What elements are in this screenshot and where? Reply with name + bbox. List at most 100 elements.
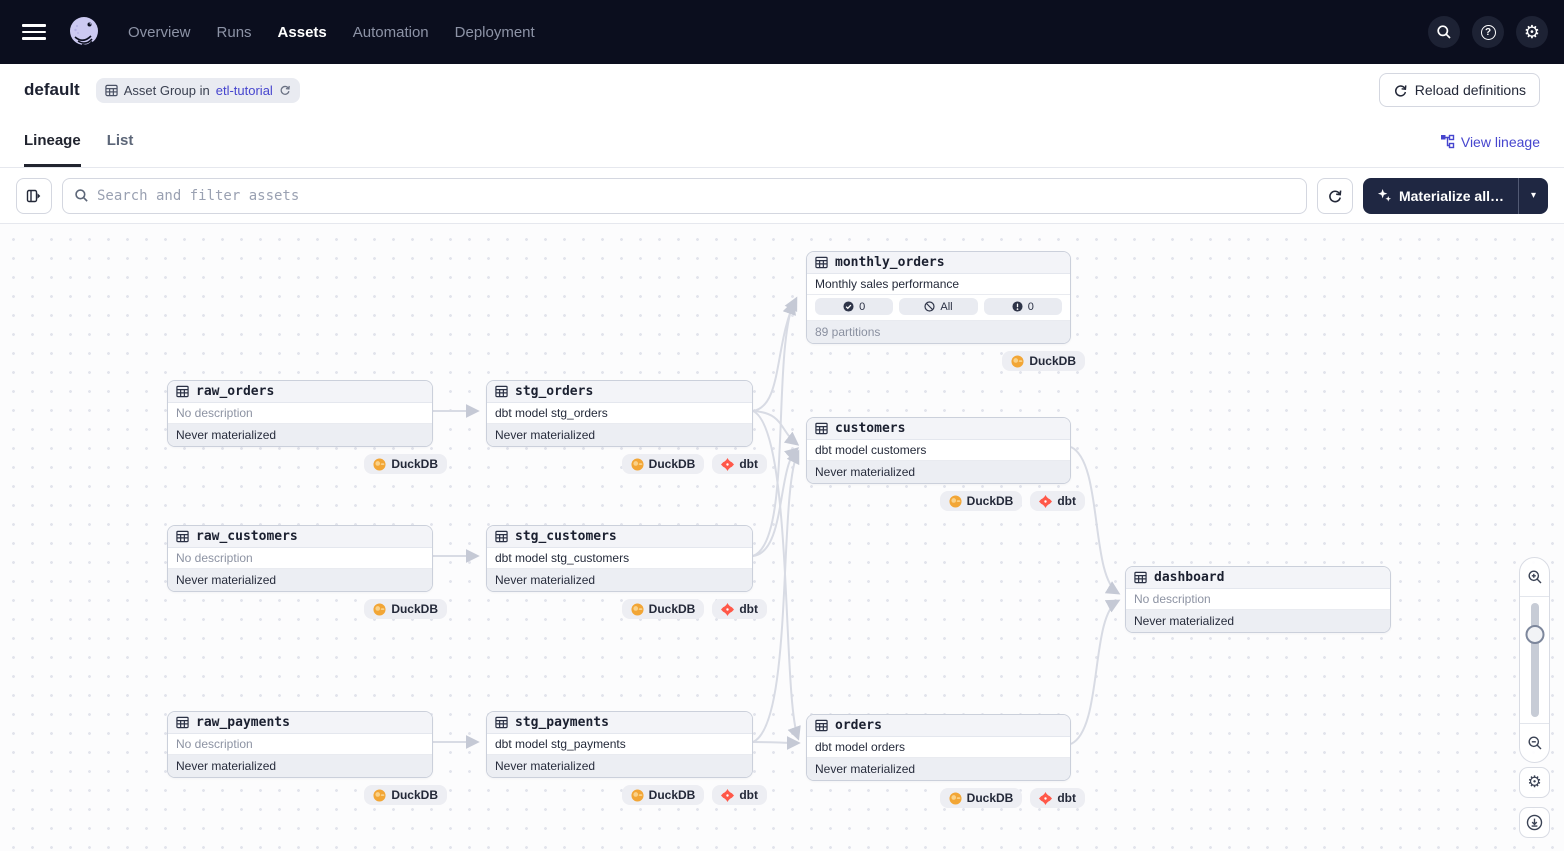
materialize-options-button[interactable]: ▾ — [1518, 177, 1548, 214]
kind-badge-dbt[interactable]: dbt — [712, 454, 767, 474]
check-pill-slash-circle[interactable]: All — [899, 298, 978, 315]
asset-description: dbt model customers — [807, 440, 1070, 461]
tab-list[interactable]: List — [106, 131, 134, 149]
asset-name: stg_payments — [515, 715, 609, 730]
refresh-button[interactable] — [1316, 177, 1353, 214]
kind-badge-duckdb[interactable]: DuckDB — [939, 491, 1023, 511]
asset-search-input[interactable] — [97, 187, 1295, 204]
zoom-slider-track[interactable] — [1530, 603, 1539, 717]
refresh-icon — [1329, 189, 1342, 202]
sync-icon[interactable] — [279, 84, 291, 96]
duckdb-icon — [373, 788, 386, 802]
kind-badge-duckdb[interactable]: DuckDB — [364, 785, 447, 805]
kind-badge-duckdb[interactable]: DuckDB — [1002, 351, 1085, 371]
table-icon — [815, 422, 828, 435]
asset-kind-badges: DuckDB — [167, 454, 447, 474]
nav-item-automation[interactable]: Automation — [352, 23, 429, 41]
kind-badge-dbt[interactable]: dbt — [712, 785, 767, 805]
asset-status: Never materialized — [487, 755, 752, 777]
graph-toolbar: Materialize all… ▾ — [0, 168, 1564, 224]
asset-kind-badges: DuckDB — [806, 351, 1085, 371]
tab-lineage[interactable]: Lineage — [24, 116, 81, 167]
table-icon — [176, 530, 189, 543]
duckdb-icon — [1011, 354, 1024, 368]
settings-button[interactable]: ⚙ — [1516, 16, 1548, 48]
asset-node-header: stg_payments — [487, 712, 752, 734]
kind-badge-dbt[interactable]: dbt — [1030, 788, 1085, 808]
sparkle-icon — [1377, 188, 1392, 202]
dbt-icon — [721, 457, 735, 471]
menu-icon[interactable] — [22, 20, 46, 44]
reload-definitions-button[interactable]: Reload definitions — [1378, 73, 1540, 107]
asset-status: Never materialized — [807, 758, 1070, 780]
check-pill-check-circle[interactable]: 0 — [815, 298, 894, 315]
code-location-link[interactable]: etl-tutorial — [215, 82, 273, 98]
global-search-button[interactable] — [1428, 16, 1460, 48]
help-button[interactable]: ? — [1472, 16, 1504, 48]
duckdb-icon — [631, 457, 644, 471]
kind-badge-duckdb[interactable]: DuckDB — [621, 454, 705, 474]
kind-badge-duckdb[interactable]: DuckDB — [621, 785, 705, 805]
materialize-all-button[interactable]: Materialize all… — [1362, 177, 1518, 214]
asset-description: dbt model stg_payments — [487, 734, 752, 755]
view-lineage-link[interactable]: View lineage — [1440, 134, 1540, 150]
asset-name: dashboard — [1154, 570, 1225, 585]
kind-badge-dbt[interactable]: dbt — [712, 599, 767, 619]
table-icon — [815, 256, 828, 269]
dagster-logo-icon[interactable] — [66, 14, 102, 50]
asset-node-header: stg_orders — [487, 381, 752, 403]
zoom-out-button[interactable] — [1520, 724, 1549, 762]
download-icon — [1526, 814, 1543, 831]
slash-circle-icon — [924, 301, 935, 312]
zoom-in-button[interactable] — [1520, 558, 1549, 596]
nav-item-runs[interactable]: Runs — [216, 23, 252, 41]
check-pill-alert-circle[interactable]: 0 — [983, 298, 1062, 315]
kind-badge-duckdb[interactable]: DuckDB — [939, 788, 1023, 808]
asset-kind-badges: DuckDB dbt — [486, 599, 767, 619]
kind-badge-duckdb[interactable]: DuckDB — [364, 599, 447, 619]
zoom-slider[interactable] — [1520, 597, 1549, 723]
download-view-button[interactable] — [1519, 807, 1550, 838]
asset-node-header: raw_orders — [168, 381, 432, 403]
kind-badge-dbt[interactable]: dbt — [1030, 491, 1085, 511]
sidebar-toggle-button[interactable] — [16, 177, 52, 214]
asset-description: No description — [168, 734, 432, 755]
kind-badge-duckdb[interactable]: DuckDB — [621, 599, 705, 619]
materialize-split-button: Materialize all… ▾ — [1362, 177, 1548, 214]
nav-links: Overview Runs Assets Automation Deployme… — [128, 24, 535, 41]
asset-name: stg_orders — [515, 384, 594, 399]
nav-item-overview[interactable]: Overview — [128, 23, 191, 41]
search-icon — [1437, 25, 1451, 39]
nav-item-deployment[interactable]: Deployment — [454, 23, 535, 41]
asset-node-header: customers — [807, 418, 1070, 440]
table-icon — [495, 716, 508, 729]
asset-status: Never materialized — [487, 424, 752, 446]
asset-status: Never materialized — [1126, 610, 1390, 632]
top-nav: Overview Runs Assets Automation Deployme… — [0, 0, 1564, 64]
asset-status: Never materialized — [168, 569, 432, 591]
zoom-slider-handle[interactable] — [1525, 625, 1544, 644]
page-title: default — [24, 80, 80, 99]
reload-icon — [1394, 84, 1407, 97]
graph-settings-button[interactable]: ⚙ — [1519, 767, 1550, 798]
alert-circle-icon — [1012, 301, 1023, 312]
asset-status: Never materialized — [168, 755, 432, 777]
kind-badge-duckdb[interactable]: DuckDB — [364, 454, 447, 474]
nav-item-assets[interactable]: Assets — [277, 23, 327, 41]
asset-status: 89 partitions — [807, 321, 1070, 343]
